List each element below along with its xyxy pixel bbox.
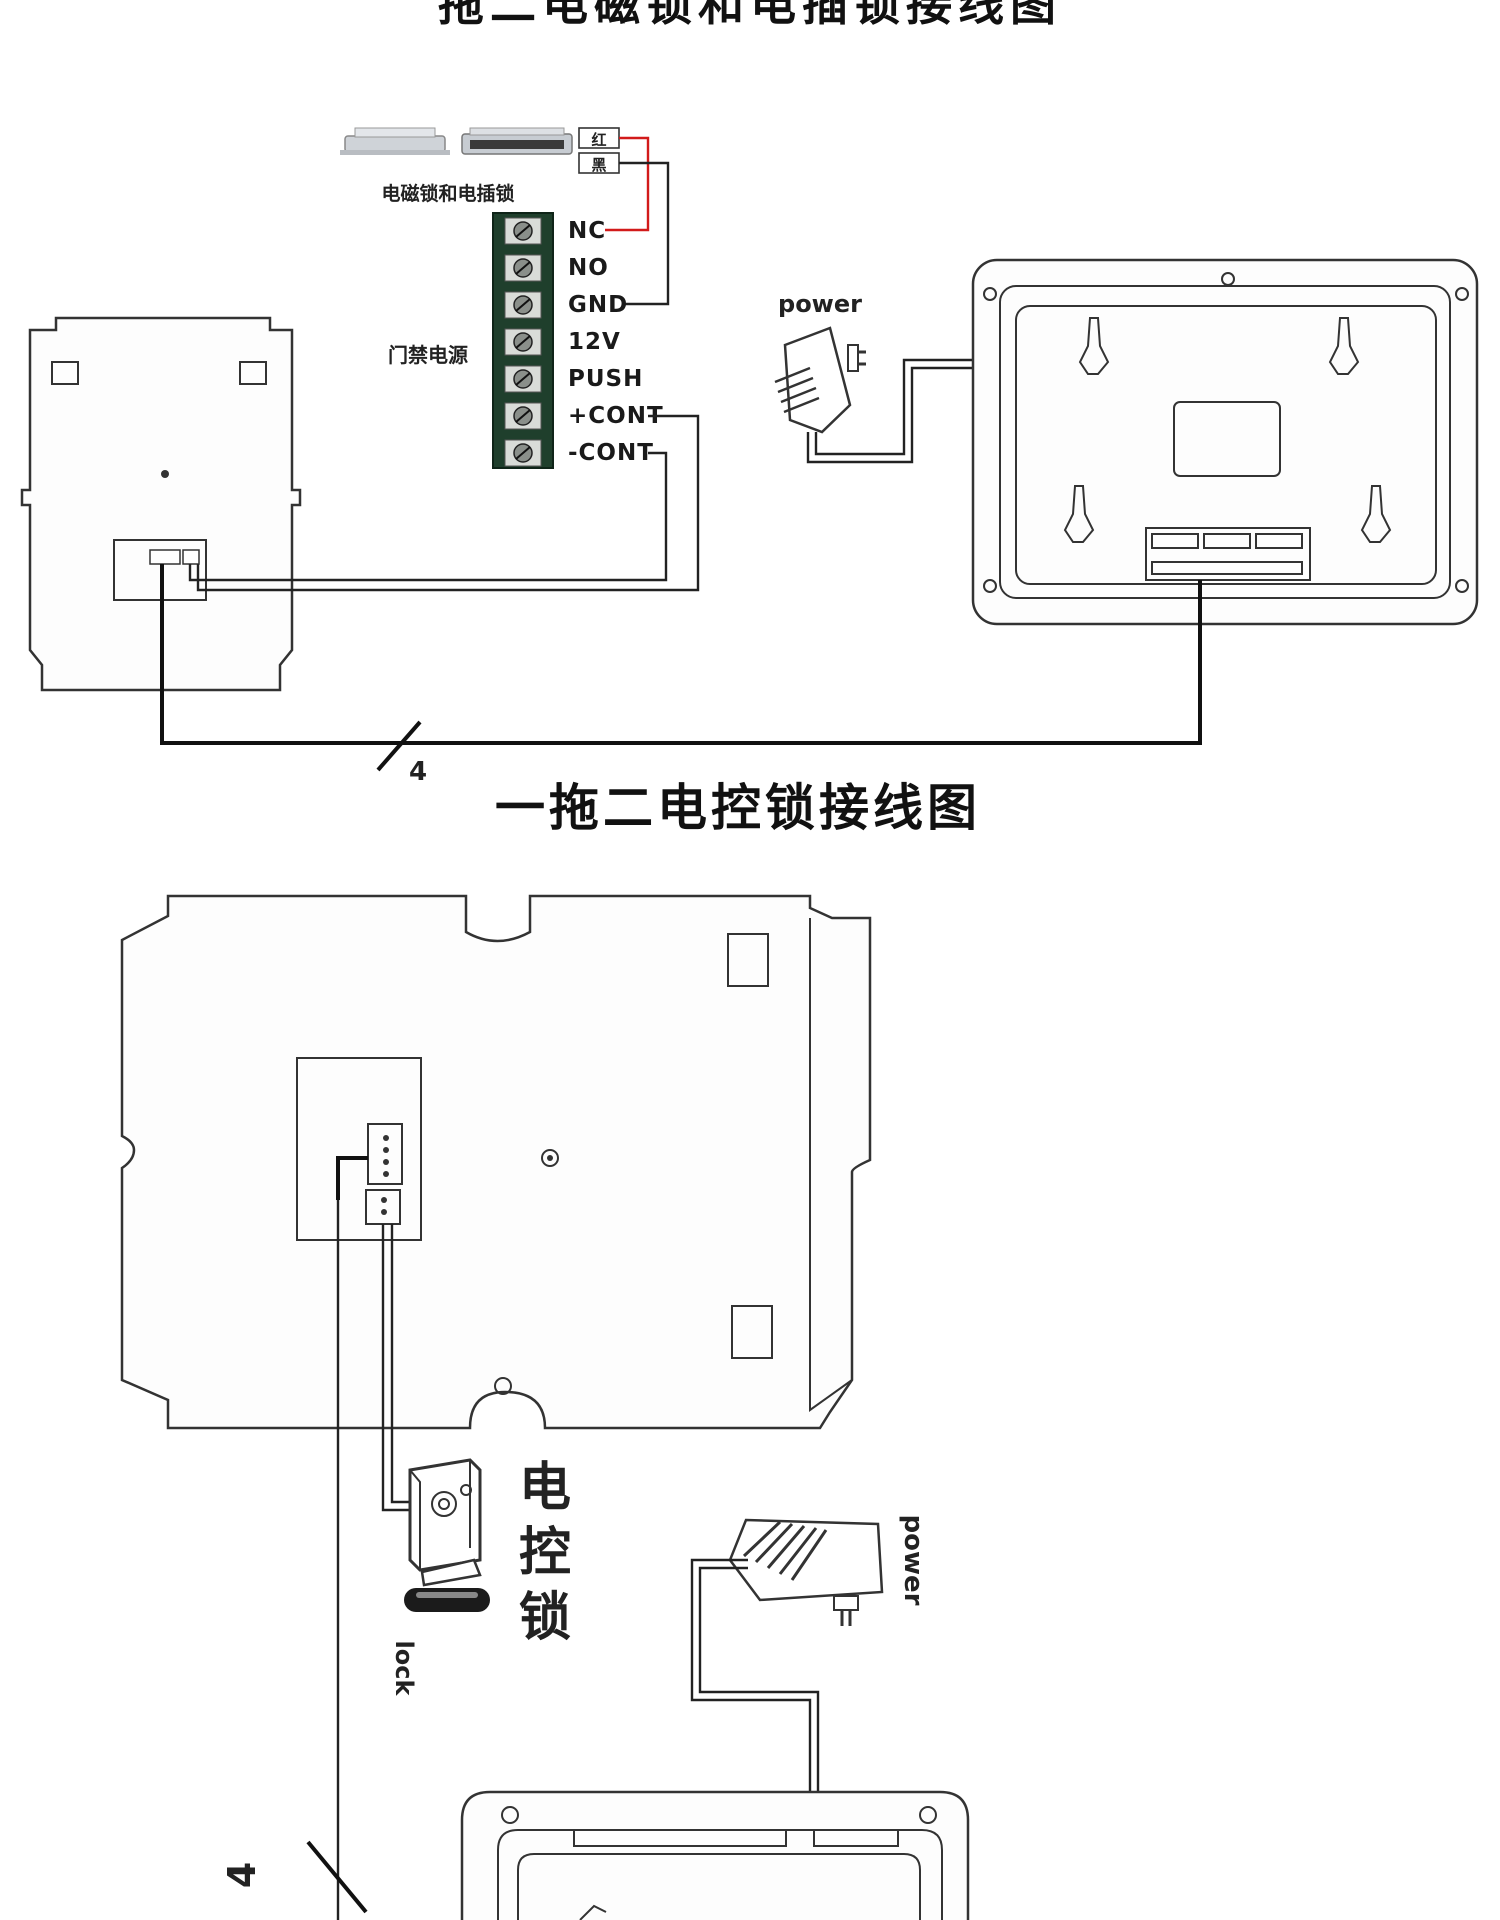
power-wire-top-a bbox=[806, 366, 980, 464]
outdoor-station-bottom bbox=[120, 894, 872, 1430]
lock-caption: 电磁锁和电插锁 bbox=[381, 182, 514, 205]
cable-count-top: 4 bbox=[409, 757, 427, 787]
power-wire-bottom-b bbox=[698, 1566, 820, 1800]
access-power-terminal-block bbox=[492, 212, 554, 469]
terminal-push-label: PUSH bbox=[568, 366, 643, 392]
power-adapter-top-icon bbox=[774, 326, 866, 434]
power-wire-top-b bbox=[814, 358, 980, 456]
terminal-12v-label: 12V bbox=[568, 329, 621, 355]
terminal-plus-cont-label: +CONT bbox=[568, 403, 664, 429]
power-wire-bottom-a bbox=[690, 1558, 812, 1800]
terminal-screw-slot-3 bbox=[515, 298, 531, 312]
terminal-screw-slot-4 bbox=[515, 335, 531, 349]
lock-images bbox=[340, 127, 573, 155]
outdoor-station-top bbox=[20, 316, 302, 692]
bus-slash-top bbox=[376, 720, 422, 772]
black-wire bbox=[619, 161, 670, 306]
terminal-screw-slot-1 bbox=[515, 224, 531, 238]
power-label-top: power bbox=[778, 290, 862, 318]
bus-wire-bottom-top bbox=[336, 1156, 368, 1200]
indoor-monitor-bottom bbox=[460, 1790, 970, 1920]
minus-cont-wire bbox=[188, 451, 668, 582]
top-title: 拖二电磁锁和电插锁接线图 bbox=[438, 0, 1062, 31]
lock-label: lock bbox=[390, 1641, 418, 1697]
electric-lock-icon bbox=[404, 1458, 490, 1612]
lock-wire-a bbox=[381, 1224, 410, 1512]
power-adapter-bottom-icon bbox=[728, 1518, 884, 1626]
terminal-screw-slot-2 bbox=[515, 261, 531, 275]
bolt-lock-icon bbox=[461, 127, 573, 155]
terminal-screw-slot-6 bbox=[515, 409, 531, 423]
terminal-gnd-label: GND bbox=[568, 292, 628, 318]
electric-lock-label-3: 锁 bbox=[519, 1588, 571, 1648]
indoor-monitor-top bbox=[971, 258, 1479, 626]
bus-slash-bottom bbox=[306, 1840, 368, 1914]
second-title: 一拖二电控锁接线图 bbox=[495, 779, 981, 837]
cable-count-bottom: 4 bbox=[220, 1862, 264, 1888]
terminal-minus-cont-label: -CONT bbox=[568, 440, 654, 466]
terminal-nc-label: NC bbox=[568, 218, 606, 244]
power-label-bottom: power bbox=[898, 1515, 928, 1606]
lock-wire-b bbox=[390, 1224, 410, 1504]
red-wire-label: 红 bbox=[591, 131, 606, 149]
black-wire-label: 黑 bbox=[591, 156, 606, 174]
red-wire bbox=[605, 136, 650, 232]
bus-wire-top bbox=[160, 564, 1202, 745]
plus-cont-wire bbox=[196, 414, 700, 592]
terminal-screw-slot-5 bbox=[515, 372, 531, 386]
terminal-no-label: NO bbox=[568, 255, 609, 281]
terminal-screw-slot-7 bbox=[515, 446, 531, 460]
access-power-label: 门禁电源 bbox=[388, 343, 468, 367]
electric-lock-label-2: 控 bbox=[519, 1523, 571, 1583]
electric-lock-label-1: 电 bbox=[519, 1458, 571, 1518]
magnetic-lock-icon bbox=[340, 127, 450, 155]
